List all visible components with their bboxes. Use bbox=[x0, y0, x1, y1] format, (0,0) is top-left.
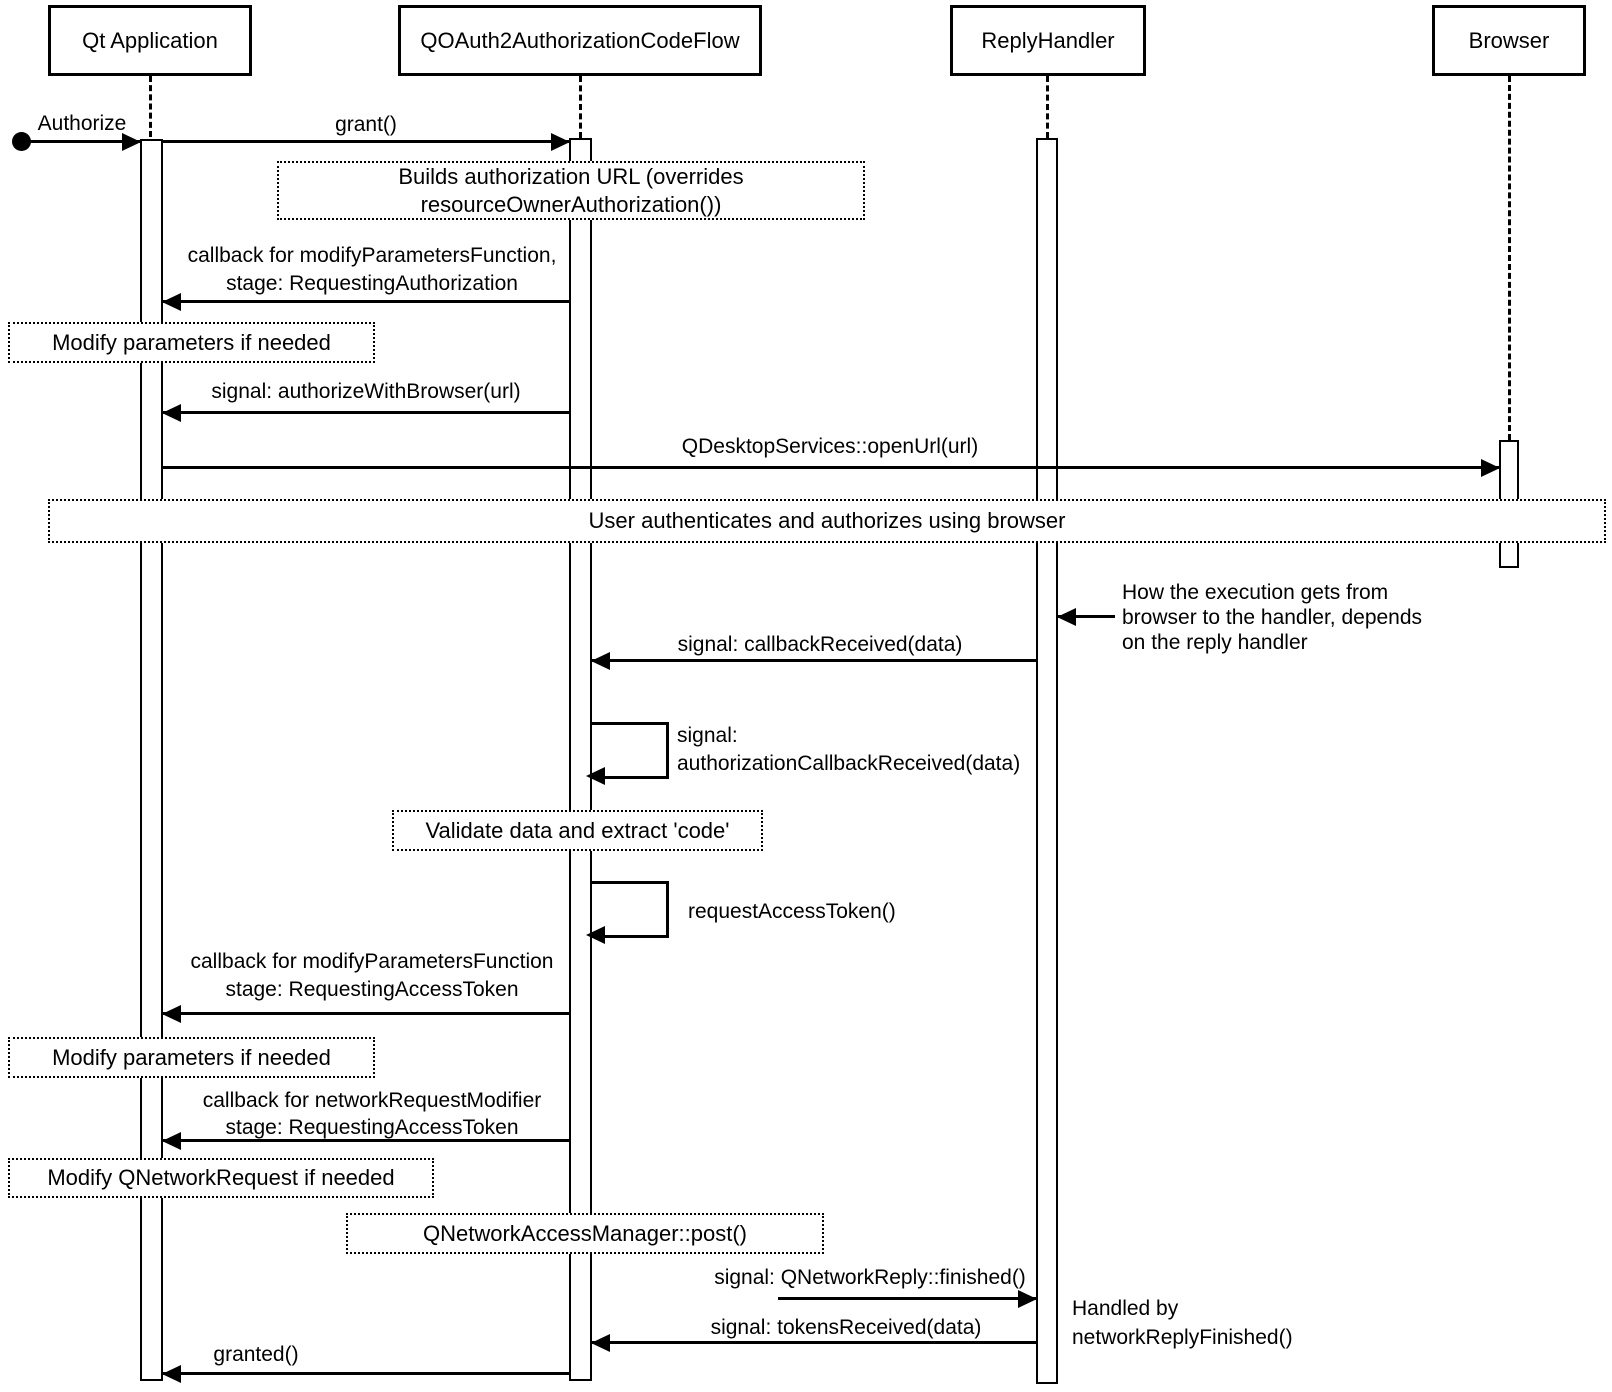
note-modify-qnetworkrequest-text: Modify QNetworkRequest if needed bbox=[47, 1165, 395, 1190]
message-label-tokens-received: signal: tokensReceived(data) bbox=[710, 1316, 982, 1339]
note-validate-data-text: Validate data and extract 'code' bbox=[425, 817, 730, 843]
start-label: Authorize bbox=[37, 112, 127, 135]
activation-bar-reply-handler bbox=[1036, 138, 1058, 1384]
note-modify-parameters-2-text: Modify parameters if needed bbox=[52, 1044, 331, 1070]
self-message-authorization-callback bbox=[592, 722, 669, 779]
lifeline-head-qt-application: Qt Application bbox=[48, 5, 252, 76]
message-label-auth-callback-1: signal: bbox=[677, 724, 738, 747]
band-user-authenticates-text: User authenticates and authorizes using … bbox=[588, 508, 1066, 533]
authorize-arrow bbox=[28, 140, 140, 143]
lifeline-head-browser: Browser bbox=[1432, 5, 1586, 76]
lifeline-browser bbox=[1507, 76, 1511, 440]
message-label-auth-callback-2: authorizationCallbackReceived(data) bbox=[677, 752, 1021, 775]
tokens-received-arrow bbox=[592, 1341, 1036, 1344]
lifeline-label-browser: Browser bbox=[1468, 27, 1550, 53]
message-label-granted: granted() bbox=[213, 1343, 299, 1366]
message-label-callback-token-1: callback for modifyParametersFunction bbox=[190, 950, 554, 973]
lifeline-label-qt-application: Qt Application bbox=[82, 27, 218, 53]
message-label-grant: grant() bbox=[335, 113, 397, 136]
note-modify-parameters-2: Modify parameters if needed bbox=[8, 1037, 375, 1078]
note-validate-data: Validate data and extract 'code' bbox=[392, 810, 763, 851]
annotation-how-execution-line1: How the execution gets from bbox=[1122, 581, 1389, 604]
lifeline-label-reply-handler: ReplyHandler bbox=[981, 27, 1115, 53]
message-label-network-modifier-2: stage: RequestingAccessToken bbox=[225, 1116, 519, 1139]
self-message-request-access-token-arrowhead bbox=[586, 926, 605, 944]
lifeline-qt-application bbox=[148, 76, 152, 137]
start-circle bbox=[12, 132, 31, 151]
granted-arrow bbox=[163, 1372, 569, 1375]
annotation-handled-by-line1: Handled by bbox=[1072, 1297, 1179, 1320]
note-builds-url-line1: Builds authorization URL (overrides bbox=[398, 163, 744, 189]
message-label-callback-received: signal: callbackReceived(data) bbox=[677, 633, 963, 656]
message-label-reply-finished: signal: QNetworkReply::finished() bbox=[714, 1266, 1026, 1289]
message-label-network-modifier-1: callback for networkRequestModifier bbox=[202, 1089, 542, 1112]
note-builds-authorization-url: Builds authorization URL (overrides reso… bbox=[277, 161, 865, 220]
lifeline-head-oauth-flow: QOAuth2AuthorizationCodeFlow bbox=[398, 5, 762, 76]
note-modify-parameters-1: Modify parameters if needed bbox=[8, 322, 375, 363]
annotation-how-execution-line2: browser to the handler, depends bbox=[1122, 606, 1423, 629]
authorize-with-browser-arrow bbox=[163, 411, 569, 414]
message-label-request-access-token: requestAccessToken() bbox=[688, 900, 896, 923]
message-label-authorize-with-browser: signal: authorizeWithBrowser(url) bbox=[211, 380, 521, 403]
message-label-callback-auth-1: callback for modifyParametersFunction, bbox=[187, 244, 557, 267]
self-message-request-access-token bbox=[592, 881, 669, 938]
note-modify-qnetworkrequest: Modify QNetworkRequest if needed bbox=[8, 1158, 434, 1198]
message-label-callback-token-2: stage: RequestingAccessToken bbox=[225, 978, 519, 1001]
note-builds-url-line2: resourceOwnerAuthorization()) bbox=[420, 191, 722, 217]
self-message-authorization-callback-arrowhead bbox=[586, 767, 605, 785]
callback-auth-arrow bbox=[163, 300, 569, 303]
lifeline-reply-handler bbox=[1045, 76, 1049, 138]
callback-received-arrow bbox=[592, 659, 1036, 662]
note-qnam-post-text: QNetworkAccessManager::post() bbox=[423, 1220, 747, 1246]
note-modify-parameters-1-text: Modify parameters if needed bbox=[52, 329, 331, 355]
reply-finished-arrow bbox=[778, 1297, 1036, 1300]
annotation-how-execution-line3: on the reply handler bbox=[1122, 631, 1308, 654]
callback-token-arrow bbox=[163, 1012, 569, 1015]
lifeline-label-oauth-flow: QOAuth2AuthorizationCodeFlow bbox=[420, 27, 740, 53]
activation-bar-oauth-flow bbox=[569, 138, 592, 1381]
open-url-arrow bbox=[163, 466, 1499, 469]
band-user-authenticates: User authenticates and authorizes using … bbox=[48, 499, 1606, 543]
how-execution-pointer-arrow bbox=[1058, 615, 1115, 618]
lifeline-oauth-flow bbox=[578, 76, 582, 138]
annotation-handled-by-line2: networkReplyFinished() bbox=[1072, 1326, 1293, 1349]
lifeline-head-reply-handler: ReplyHandler bbox=[950, 5, 1146, 76]
grant-arrow bbox=[163, 140, 569, 143]
network-modifier-arrow bbox=[163, 1139, 569, 1142]
message-label-open-url: QDesktopServices::openUrl(url) bbox=[681, 435, 979, 458]
message-label-callback-auth-2: stage: RequestingAuthorization bbox=[226, 272, 518, 295]
note-qnam-post: QNetworkAccessManager::post() bbox=[346, 1213, 824, 1254]
